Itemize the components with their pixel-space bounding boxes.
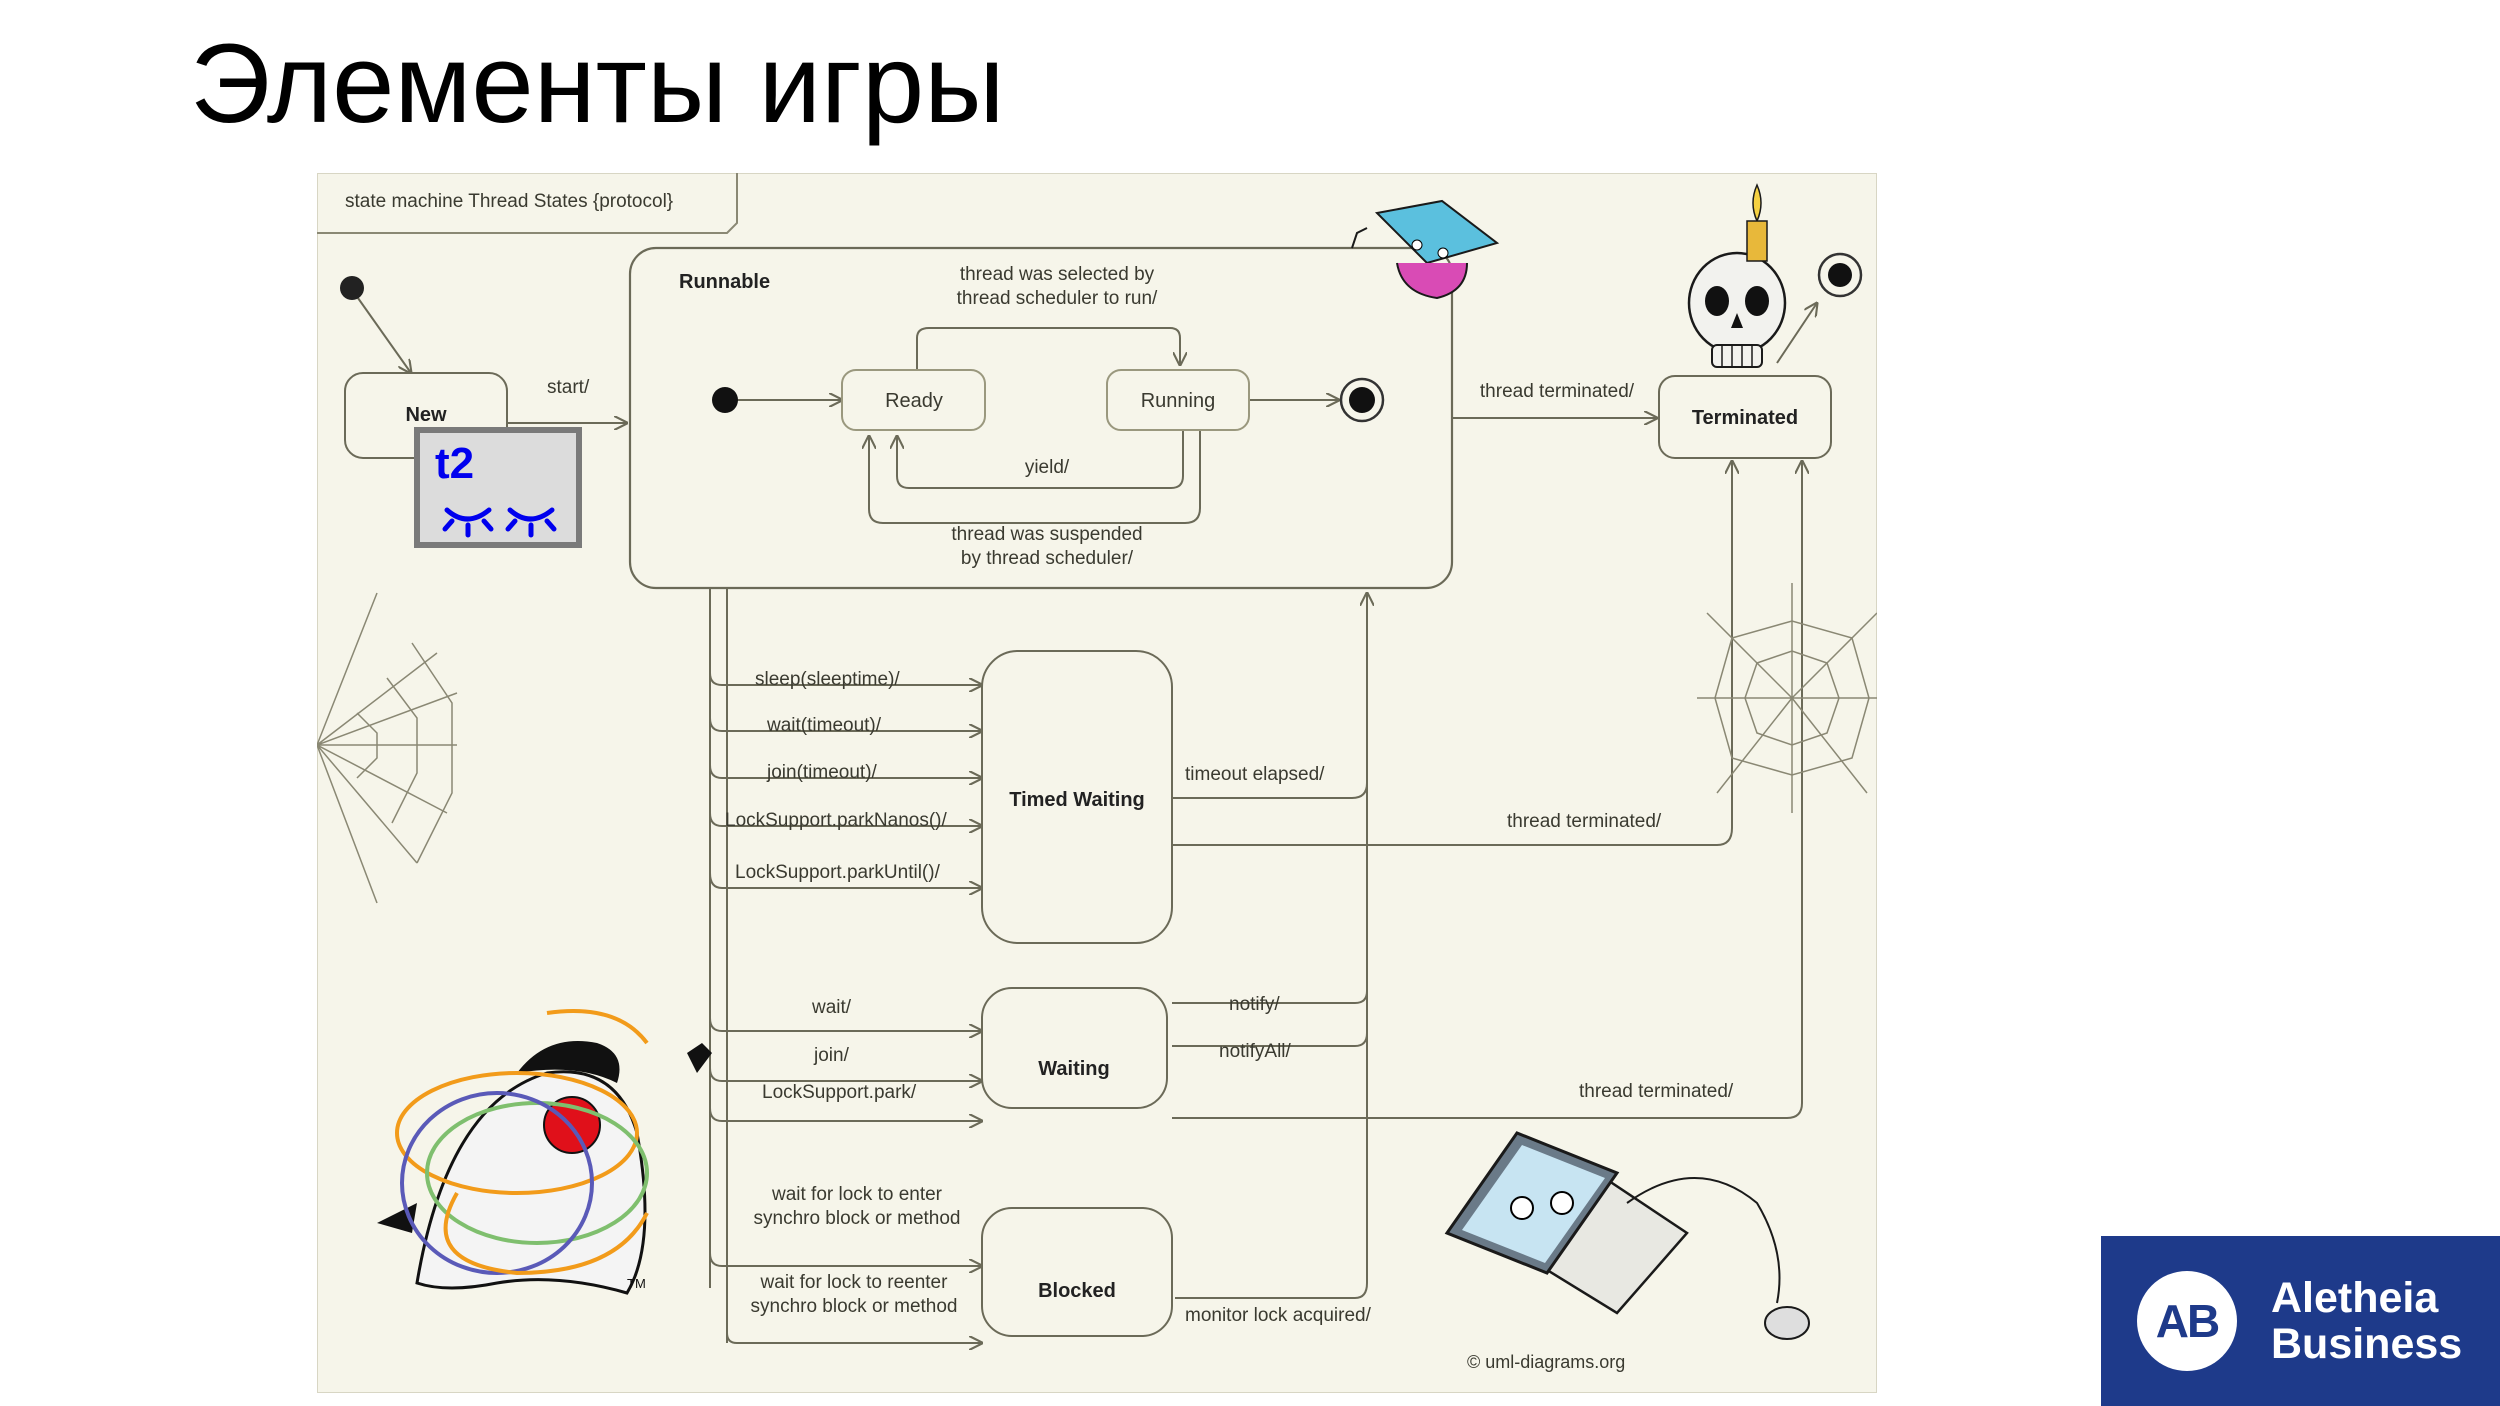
transition-monitor-lock: monitor lock acquired/ [1185, 1305, 1372, 1326]
transition-suspended-1: thread was suspended [951, 524, 1142, 545]
transition-terminated-timed: thread terminated/ [1507, 811, 1662, 832]
logo-line-2: Business [2271, 1320, 2463, 1368]
transition-lock-reenter-1: wait for lock to reenter [760, 1272, 949, 1293]
transition-wait-timeout: wait(timeout)/ [766, 715, 882, 736]
transition-park-until: LockSupport.parkUntil()/ [735, 862, 941, 883]
state-running-label: Running [1141, 390, 1216, 412]
state-ready [841, 369, 986, 431]
logo-monogram: AB [2137, 1271, 2237, 1371]
logo-line-1: Aletheia [2271, 1274, 2439, 1322]
state-waiting-label: Waiting [1038, 1058, 1109, 1080]
transition-park: LockSupport.park/ [762, 1082, 917, 1103]
transition-suspended-2: by thread scheduler/ [961, 548, 1134, 569]
transition-notify-all: notifyAll/ [1219, 1041, 1292, 1062]
state-timed-waiting-label: Timed Waiting [1009, 789, 1145, 811]
transition-park-nanos: LockSupport.parkNanos()/ [725, 810, 947, 831]
transition-selected-2: thread scheduler to run/ [957, 288, 1158, 309]
initial-state [340, 276, 364, 300]
transition-timeout-elapsed: timeout elapsed/ [1185, 764, 1325, 785]
state-blocked-label: Blocked [1038, 1280, 1116, 1302]
state-terminated-label: Terminated [1692, 407, 1798, 429]
state-new-label: New [405, 404, 447, 426]
final-state [1817, 252, 1863, 298]
transition-selected-1: thread was selected by [960, 264, 1155, 285]
state-runnable-label: Runnable [679, 271, 770, 293]
copyright-label: © uml-diagrams.org [1467, 1352, 1625, 1372]
state-running [1106, 369, 1250, 431]
badge-label: t2 [435, 439, 474, 488]
state-waiting [981, 987, 1168, 1109]
transition-wait: wait/ [811, 997, 852, 1018]
state-terminated [1658, 375, 1832, 459]
skull-icon [1687, 183, 1787, 368]
transition-sleep: sleep(sleeptime)/ [755, 669, 900, 690]
transition-terminated-top: thread terminated/ [1480, 381, 1635, 402]
thread-state-diagram: state machine Thread States {protocol} R… [317, 173, 1877, 1393]
transition-terminated-waiting: thread terminated/ [1579, 1081, 1734, 1102]
slide-title: Элементы игры [190, 21, 1005, 146]
laptop-icon [1444, 1131, 1810, 1340]
spider-web-right-icon [1697, 583, 1877, 813]
transition-lock-reenter-2: synchro block or method [751, 1296, 958, 1317]
transition-lock-enter-1: wait for lock to enter [771, 1184, 943, 1205]
aletheia-business-logo: AB Aletheia Business [2101, 1236, 2500, 1406]
state-blocked [981, 1207, 1173, 1337]
spider-web-left-icon [317, 592, 458, 904]
trademark-label: TM [627, 1276, 646, 1291]
thread-t2-badge: t2 [414, 427, 582, 548]
graduation-cap-icon [1351, 199, 1500, 300]
runnable-final-state [1339, 377, 1385, 423]
duke-mascot-icon: TM [377, 1009, 712, 1295]
transition-join: join/ [813, 1045, 850, 1066]
frame-label: state machine Thread States {protocol} [317, 173, 738, 234]
state-timed-waiting [981, 650, 1173, 944]
transition-yield: yield/ [1025, 457, 1070, 478]
svg-text:state machine Thread States {p: state machine Thread States {protocol} [345, 191, 673, 212]
sleeping-eyes-icon [442, 507, 557, 538]
transition-notify: notify/ [1229, 994, 1280, 1015]
transition-lock-enter-2: synchro block or method [754, 1208, 961, 1229]
transition-start: start/ [547, 377, 590, 398]
state-runnable [628, 246, 1454, 590]
transition-join-timeout: join(timeout)/ [766, 762, 878, 783]
logo-text: Aletheia Business [2271, 1275, 2462, 1367]
state-ready-label: Ready [885, 390, 943, 412]
runnable-initial-state [712, 387, 738, 413]
